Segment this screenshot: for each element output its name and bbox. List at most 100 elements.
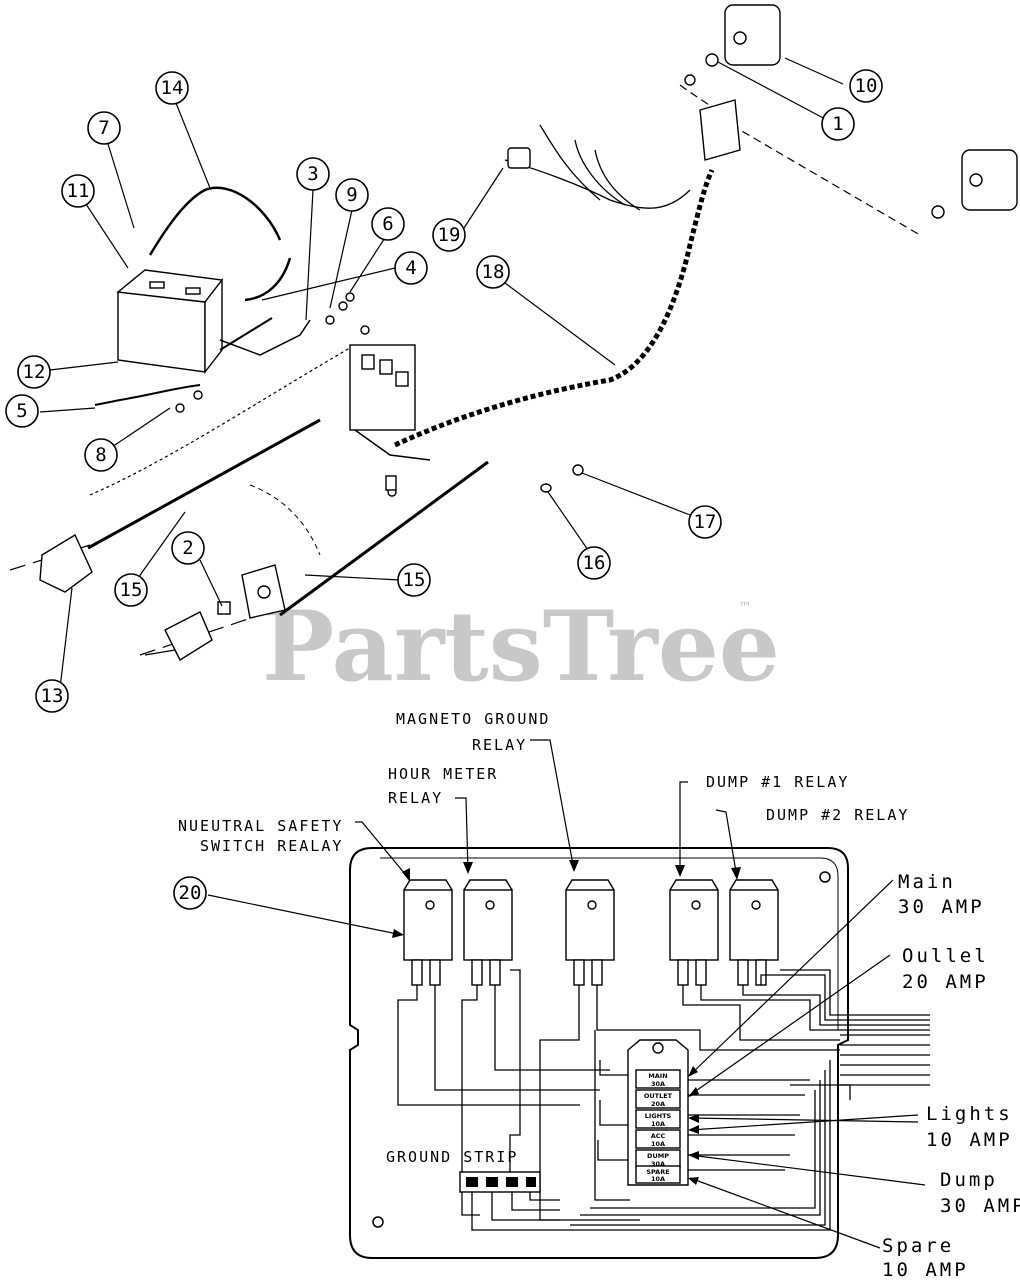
switch-panel-lower [961,149,1018,211]
svg-text:7: 7 [98,117,109,139]
svg-text:20: 20 [179,882,202,904]
label-spare: Spare [882,1235,954,1257]
ground-strip [459,1171,541,1193]
fuse-dump: DUMP 30A [635,1149,681,1169]
label-lights-amp: 10 AMP [926,1129,1013,1151]
relay-hour-meter [463,879,513,986]
callout-5: 5 [5,394,39,428]
lamp-right [241,564,286,619]
label-magneto-ground: MAGNETO GROUND [396,710,550,728]
exploded-view [9,4,1018,662]
lamp-left [39,533,93,593]
svg-text:10A: 10A [651,1175,665,1183]
label-outlet: Oullel [902,945,989,967]
callout-9: 9 [335,178,369,212]
callout-4: 4 [394,251,428,285]
callout-6: 6 [371,207,405,241]
relay-neutral-safety [403,879,453,986]
relay-dump-2 [729,879,779,986]
leader-lines [39,57,844,689]
svg-text:16: 16 [583,552,606,574]
callout-2: 2 [171,531,205,565]
svg-text:12: 12 [23,361,46,383]
arrowheads [392,860,741,1185]
label-dump2-relay: DUMP #2 RELAY [766,806,909,824]
callout-12: 12 [17,355,51,389]
svg-text:DUMP: DUMP [647,1152,669,1160]
watermark: PartsTree ™ [262,590,780,703]
callout-17: 17 [688,505,722,539]
svg-text:6: 6 [382,213,393,235]
svg-text:17: 17 [694,511,717,533]
svg-text:4: 4 [405,257,416,279]
fuse-outlet: OUTLET 20A [635,1089,681,1109]
label-outlet-amp: 20 AMP [902,971,989,993]
lamp-center [144,601,231,662]
svg-text:11: 11 [67,180,90,202]
label-magneto-relay: RELAY [472,736,527,754]
svg-text:9: 9 [346,184,357,206]
svg-text:30A: 30A [651,1080,665,1088]
callout-15-left: 15 [114,573,148,607]
fuse-acc: ACC 10A [635,1129,681,1149]
callout-1: 1 [821,107,855,141]
svg-text:20A: 20A [651,1100,665,1108]
callout-14: 14 [155,71,189,105]
svg-text:10A: 10A [651,1140,665,1148]
watermark-tm: ™ [738,600,752,616]
callout-11: 11 [61,174,95,208]
fuse-block: MAIN 30A OUTLET 20A LIGHTS 10A ACC 10A D… [627,1039,689,1186]
label-ground-strip: GROUND STRIP [386,1148,518,1166]
svg-text:15: 15 [120,579,143,601]
svg-text:2: 2 [182,537,193,559]
svg-text:OUTLET: OUTLET [644,1092,673,1100]
callout-19: 19 [432,218,466,252]
svg-text:19: 19 [438,224,461,246]
callout-16: 16 [577,546,611,580]
relay-dump-1 [669,879,719,986]
svg-text:10: 10 [855,75,878,97]
relay-magneto-ground [565,879,615,986]
label-main-amp: 30 AMP [898,896,985,918]
svg-text:13: 13 [41,685,64,707]
callouts: 1 2 3 4 5 6 7 8 9 10 11 12 13 14 15 15 1… [5,69,883,910]
label-switch-realay: SWITCH REALAY [200,837,343,855]
svg-text:30A: 30A [651,1160,665,1168]
label-neutral-safety: NUEUTRAL SAFETY [178,817,343,835]
label-dump: Dump [940,1169,998,1191]
label-lights: Lights [926,1103,1013,1125]
wiring [397,969,930,1231]
svg-text:MAIN: MAIN [648,1072,667,1080]
svg-text:8: 8 [95,444,106,466]
label-main: Main [898,871,956,893]
callout-15-right: 15 [397,563,431,597]
svg-text:5: 5 [16,400,27,422]
callout-3: 3 [296,157,330,191]
battery [116,269,224,375]
label-hour-meter-relay: RELAY [388,789,443,807]
svg-text:3: 3 [307,163,318,185]
svg-text:18: 18 [482,261,505,283]
svg-text:15: 15 [403,569,426,591]
callout-20: 20 [173,876,207,910]
svg-text:1: 1 [832,113,843,135]
label-hour-meter: HOUR METER [388,765,498,783]
callout-13: 13 [35,679,69,713]
relay-box [349,344,431,461]
fuse-spare: SPARE 10A [635,1165,681,1184]
label-dump-amp: 30 AMP [940,1195,1020,1217]
relay-panel: MAIN 30A OUTLET 20A LIGHTS 10A ACC 10A D… [178,710,1020,1280]
switch-panel-upper [724,4,781,66]
label-dump1-relay: DUMP #1 RELAY [706,773,849,791]
callout-10: 10 [849,69,883,103]
callout-7: 7 [87,111,121,145]
svg-text:SPARE: SPARE [646,1168,669,1176]
svg-text:14: 14 [161,77,184,99]
callout-18: 18 [476,255,510,289]
label-spare-amp: 10 AMP [882,1259,969,1280]
fuse-lights: LIGHTS 10A [635,1109,681,1129]
svg-text:LIGHTS: LIGHTS [645,1112,672,1120]
fuse-main: MAIN 30A [635,1069,681,1089]
